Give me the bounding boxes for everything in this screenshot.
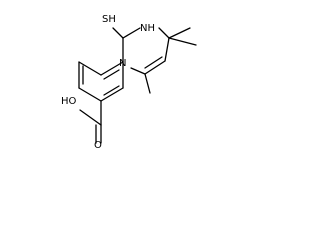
- bond-c5-to-c6-double: [144, 56, 163, 69]
- bond-c2-to-nh: [122, 27, 141, 39]
- bond-c5-to-c6: [144, 60, 166, 75]
- bond-benzene-6: [78, 61, 102, 76]
- benzene-ring: [78, 61, 124, 102]
- pyrimidine-ring: [112, 27, 170, 75]
- ring-nitrogen-atom-label: N: [119, 58, 126, 69]
- amine-atom-label: NH: [140, 23, 155, 34]
- bond-c4-to-methyl-1: [168, 27, 191, 39]
- bond-carboxyl-to-hydroxyl: [79, 109, 102, 126]
- bond-c6-to-ring-n: [130, 67, 146, 75]
- carboxylic-acid-group: [79, 100, 102, 144]
- bond-nh-to-c4: [158, 27, 170, 39]
- bond-c4-to-methyl-2: [168, 37, 197, 46]
- methyl-groups: [144, 27, 197, 94]
- hydroxyl-atom-label: HO: [61, 96, 77, 107]
- carbonyl-oxygen-atom-label: O: [94, 140, 102, 149]
- bond-benzene-double-2: [103, 85, 120, 96]
- bond-benzene-1: [100, 61, 124, 76]
- bond-benzene-3: [100, 87, 124, 102]
- bond-benzene-4: [78, 87, 102, 102]
- chemical-structure-diagram: SH NH N HO O: [61, 14, 197, 149]
- bond-c6-to-methyl: [144, 73, 151, 94]
- bond-c4-to-c5: [164, 37, 170, 62]
- bond-benzene-double-1: [103, 69, 120, 80]
- thione-atom-label: SH: [102, 14, 116, 25]
- bond-c2-to-thiol: [112, 27, 124, 39]
